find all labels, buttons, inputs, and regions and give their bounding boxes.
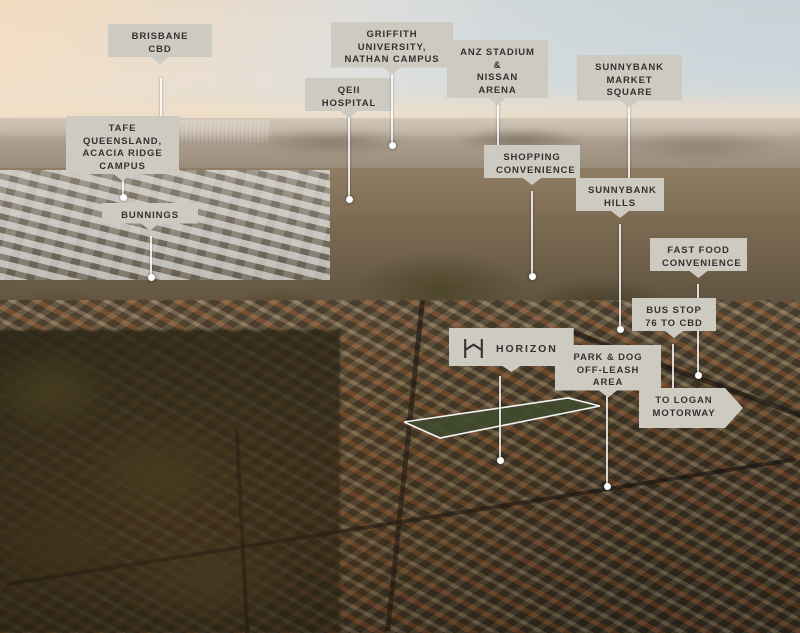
- leader-line-qeii-hospital: [348, 114, 350, 200]
- marker-dot-shopping-convenience: [528, 273, 536, 280]
- leader-line-shopping-convenience: [531, 191, 533, 277]
- leader-line-brisbane-cbd: [160, 78, 162, 138]
- callout-label-tafe-acacia-ridge[interactable]: TAFE QUEENSLAND, ACACIA RIDGE CAMPUS: [66, 116, 179, 181]
- leader-line-tafe-acacia-ridge: [122, 166, 124, 198]
- leader-line-bunnings: [150, 236, 152, 278]
- marker-dot-park-dog-offleash: [603, 483, 611, 490]
- development-site-polygon: [404, 397, 601, 439]
- marker-dot-bunnings: [147, 274, 155, 281]
- marker-dot-tafe-acacia-ridge: [119, 194, 127, 201]
- callout-label-to-logan-motorway[interactable]: TO LOGAN MOTORWAY: [639, 388, 743, 428]
- leader-line-anz-stadium: [497, 90, 499, 168]
- horizon-brand-text: HORIZON: [496, 342, 558, 355]
- leader-line-sunnybank-hills: [619, 224, 621, 330]
- marker-dot-sunnybank-hills: [616, 326, 624, 333]
- callout-label-sunnybank-market[interactable]: SUNNYBANK MARKET SQUARE: [577, 55, 682, 108]
- marker-dot-qeii-hospital: [345, 196, 353, 203]
- marker-dot-fast-food: [694, 372, 702, 379]
- horizon-leader-line: [499, 376, 501, 461]
- marker-dot-griffith-university: [388, 142, 396, 149]
- callout-label-anz-stadium[interactable]: ANZ STADIUM & NISSAN ARENA: [447, 40, 548, 105]
- leader-line-griffith-university: [391, 72, 393, 146]
- callout-label-griffith-university[interactable]: GRIFFITH UNIVERSITY, NATHAN CAMPUS: [331, 22, 453, 75]
- bushland-reserve: [0, 330, 340, 633]
- leader-line-park-dog-offleash: [606, 391, 608, 487]
- horizon-brand-label[interactable]: HORIZON: [449, 328, 574, 372]
- horizon-site-dot: [496, 457, 504, 464]
- horizon-h-monogram-icon: [462, 337, 485, 360]
- leader-line-sunnybank-market: [628, 105, 630, 191]
- leader-line-bus-stop-76: [672, 344, 674, 412]
